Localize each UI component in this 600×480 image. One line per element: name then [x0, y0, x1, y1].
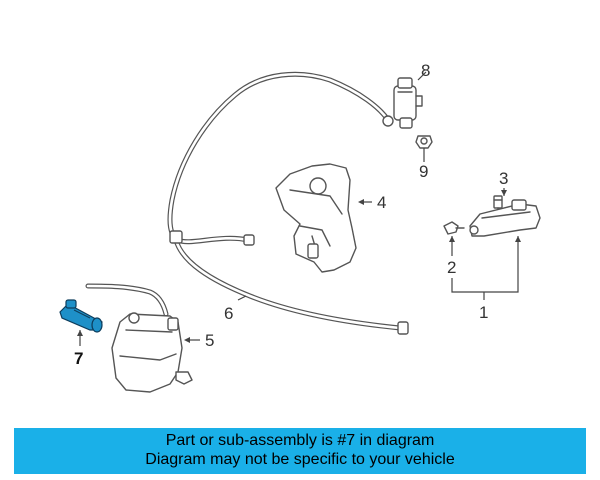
leader-6 — [237, 295, 247, 301]
callout-3[interactable]: 3 — [499, 169, 508, 188]
washer-nozzle-part-7-highlighted[interactable] — [59, 299, 103, 333]
callout-1[interactable]: 1 — [479, 303, 488, 322]
callout-9[interactable]: 9 — [419, 162, 428, 181]
callout-8[interactable]: 8 — [421, 61, 430, 80]
washer-reservoir-part-5[interactable] — [111, 312, 193, 393]
callout-4[interactable]: 4 — [377, 193, 386, 212]
callout-5[interactable]: 5 — [205, 331, 214, 350]
washer-pump-part-8[interactable] — [393, 77, 423, 129]
washer-hose-part-6[interactable] — [85, 71, 409, 335]
banner-line-disclaimer: Diagram may not be specific to your vehi… — [145, 451, 455, 468]
callout-numbers: 8 9 4 3 2 1 6 5 7 — [74, 61, 508, 368]
leader-1 — [451, 236, 519, 293]
washer-reservoir-part-4[interactable] — [275, 163, 357, 273]
parts-diagram: 8 9 4 3 2 1 6 5 7 — [59, 61, 541, 393]
clip-part-2[interactable] — [443, 221, 465, 235]
callout-6[interactable]: 6 — [224, 304, 233, 323]
callout-2[interactable]: 2 — [447, 258, 456, 277]
washer-nozzle-part-1[interactable] — [469, 199, 541, 237]
leader-8 — [417, 71, 427, 81]
callout-7[interactable]: 7 — [74, 349, 83, 368]
info-banner: Part or sub-assembly is #7 in diagram Di… — [14, 428, 586, 474]
banner-line-part: Part or sub-assembly is #7 in diagram — [165, 432, 435, 449]
grommet-part-9[interactable] — [415, 135, 433, 149]
leader-lines — [77, 71, 521, 346]
